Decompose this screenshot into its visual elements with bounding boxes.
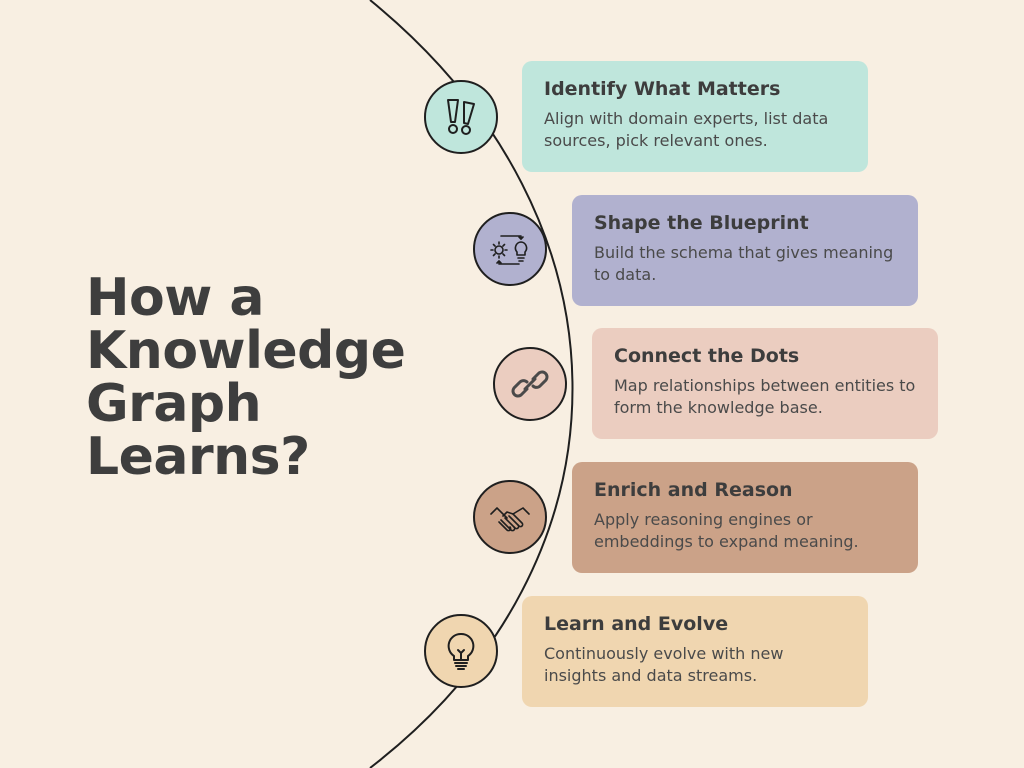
step-description: Build the schema that gives meaning to d…: [594, 243, 894, 284]
title-line: Learns?: [86, 427, 310, 487]
step-description: Map relationships between entities to fo…: [614, 376, 916, 417]
lightbulb-icon: [447, 632, 475, 670]
step-3-circle: [493, 347, 567, 421]
title-line: Knowledge: [86, 321, 406, 381]
step-title: Enrich and Reason: [594, 479, 793, 501]
step-5-card: Learn and Evolve Continuously evolve wit…: [522, 596, 868, 707]
exclamation-marks-icon: [447, 99, 475, 135]
step-title: Identify What Matters: [544, 78, 781, 100]
step-2-card: Shape the Blueprint Build the schema tha…: [572, 195, 918, 306]
step-5-circle: [424, 614, 498, 688]
title-line: Graph: [86, 374, 262, 434]
step-1-card: Identify What Matters Align with domain …: [522, 61, 868, 172]
step-title: Learn and Evolve: [544, 613, 729, 635]
step-description: Align with domain experts, list data sou…: [544, 109, 829, 150]
step-description: Continuously evolve with new insights an…: [544, 644, 784, 685]
gear-lightbulb-cycle-icon: [490, 235, 528, 265]
page-title: How a Knowledge Graph Learns?: [86, 272, 406, 484]
step-title: Shape the Blueprint: [594, 212, 809, 234]
step-description: Apply reasoning engines or embeddings to…: [594, 510, 859, 551]
step-4-card: Enrich and Reason Apply reasoning engine…: [572, 462, 918, 573]
title-line: How a: [86, 268, 264, 328]
step-2-circle: [473, 212, 547, 286]
chain-link-icon: [511, 370, 549, 398]
handshake-icon: [490, 507, 530, 532]
step-4-circle: [473, 480, 547, 554]
step-title: Connect the Dots: [614, 345, 800, 367]
step-1-circle: [424, 80, 498, 154]
step-3-card: Connect the Dots Map relationships betwe…: [592, 328, 938, 439]
